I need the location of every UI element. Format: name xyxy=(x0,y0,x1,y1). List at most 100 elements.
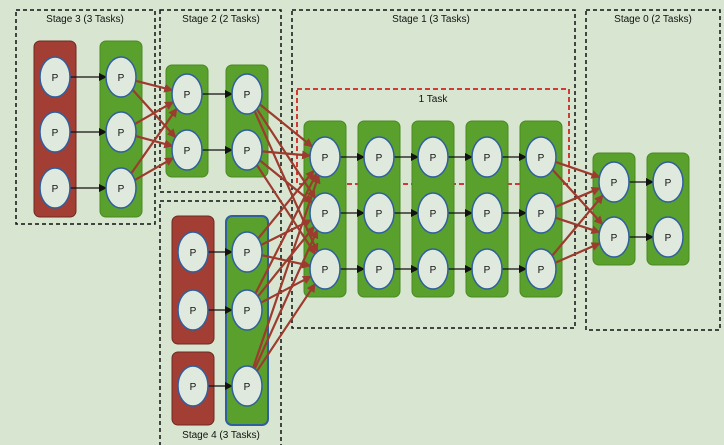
partition-label: P xyxy=(430,209,437,220)
partition-label: P xyxy=(244,248,251,259)
shuffle-arrow xyxy=(134,100,175,126)
shuffle-arrow xyxy=(259,159,313,204)
partition-node xyxy=(231,365,263,407)
shuffle-arrow xyxy=(257,169,315,240)
shuffle-arrow xyxy=(255,164,317,255)
partition-label: P xyxy=(244,382,251,393)
partition-label: P xyxy=(376,265,383,276)
partition-label: P xyxy=(430,265,437,276)
partition-node xyxy=(652,161,684,203)
partition-node xyxy=(231,73,263,115)
partition-label: P xyxy=(244,306,251,317)
partition-node xyxy=(598,216,630,258)
partition-label: P xyxy=(118,128,125,139)
stage4-title: Stage 4 (3 Tasks) xyxy=(182,430,260,441)
partition-node xyxy=(39,167,71,209)
partition-node xyxy=(231,289,263,331)
partition-node xyxy=(231,129,263,171)
partition-node xyxy=(363,192,395,234)
partition-label: P xyxy=(538,209,545,220)
partition-label: P xyxy=(184,146,191,157)
shuffle-arrow xyxy=(260,275,312,304)
partition-node xyxy=(525,136,557,178)
shuffle-arrow xyxy=(551,194,604,257)
partition-label: P xyxy=(184,90,191,101)
partition-label: P xyxy=(190,382,197,393)
partition-label: P xyxy=(611,233,618,244)
partition-label: P xyxy=(244,90,251,101)
partition-node xyxy=(417,248,449,290)
partition-label: P xyxy=(322,209,329,220)
shuffle-arrow xyxy=(135,79,174,93)
partition-node xyxy=(39,56,71,98)
stage2-box xyxy=(159,9,282,193)
shuffle-arrow xyxy=(257,225,315,298)
stage3-title: Stage 3 (3 Tasks) xyxy=(46,14,124,25)
partition-node xyxy=(525,192,557,234)
partition-node xyxy=(309,136,341,178)
partition-label: P xyxy=(538,153,545,164)
task-label: 1 Task xyxy=(419,94,449,105)
stage4-box xyxy=(159,200,282,445)
partition-node xyxy=(105,111,137,153)
partition-node xyxy=(309,192,341,234)
partition-node xyxy=(417,192,449,234)
partition-node xyxy=(171,129,203,171)
partition-label: P xyxy=(52,128,59,139)
partition-label: P xyxy=(118,184,125,195)
partition-node xyxy=(652,216,684,258)
partition-node xyxy=(177,231,209,273)
stage0-title: Stage 0 (2 Tasks) xyxy=(614,14,692,25)
partition-label: P xyxy=(430,153,437,164)
partition-label: P xyxy=(52,73,59,84)
stage3-box xyxy=(15,9,156,225)
stage1-title: Stage 1 (3 Tasks) xyxy=(392,14,470,25)
partition-label: P xyxy=(484,209,491,220)
shuffle-arrow xyxy=(554,242,601,264)
partition-label: P xyxy=(376,209,383,220)
shuffle-arrow xyxy=(259,103,313,148)
partition-node xyxy=(177,289,209,331)
shuffle-arrow xyxy=(253,229,319,370)
partition-node xyxy=(525,248,557,290)
partition-node xyxy=(363,136,395,178)
partition-node xyxy=(471,192,503,234)
partition-node xyxy=(105,167,137,209)
shuffle-arrow xyxy=(254,172,318,294)
shuffle-arrow xyxy=(256,283,316,372)
partition-label: P xyxy=(322,153,329,164)
shuffle-arrow xyxy=(252,174,321,369)
partition-label: P xyxy=(52,184,59,195)
shuffle-arrow xyxy=(261,150,312,160)
partition-label: P xyxy=(611,178,618,189)
shuffle-arrow xyxy=(130,107,178,175)
partition-node xyxy=(471,248,503,290)
shuffle-arrow xyxy=(555,160,601,179)
partition-node xyxy=(417,136,449,178)
stage2-title: Stage 2 (2 Tasks) xyxy=(182,14,260,25)
partition-node xyxy=(231,231,263,273)
partition-node xyxy=(309,248,341,290)
shuffle-arrow xyxy=(134,156,175,182)
partition-node xyxy=(471,136,503,178)
partition-label: P xyxy=(190,306,197,317)
partition-node xyxy=(363,248,395,290)
partition-label: P xyxy=(244,146,251,157)
partition-node xyxy=(39,111,71,153)
partition-label: P xyxy=(376,153,383,164)
partition-label: P xyxy=(118,73,125,84)
partition-label: P xyxy=(190,248,197,259)
task-highlight-box xyxy=(296,88,570,185)
stage0-box xyxy=(585,9,721,331)
partition-label: P xyxy=(484,265,491,276)
partition-node xyxy=(177,365,209,407)
partition-label: P xyxy=(322,265,329,276)
partition-label: P xyxy=(665,178,672,189)
partition-node xyxy=(105,56,137,98)
shuffle-arrow xyxy=(554,187,601,208)
partition-label: P xyxy=(484,153,491,164)
partition-label: P xyxy=(665,233,672,244)
partition-node xyxy=(171,73,203,115)
